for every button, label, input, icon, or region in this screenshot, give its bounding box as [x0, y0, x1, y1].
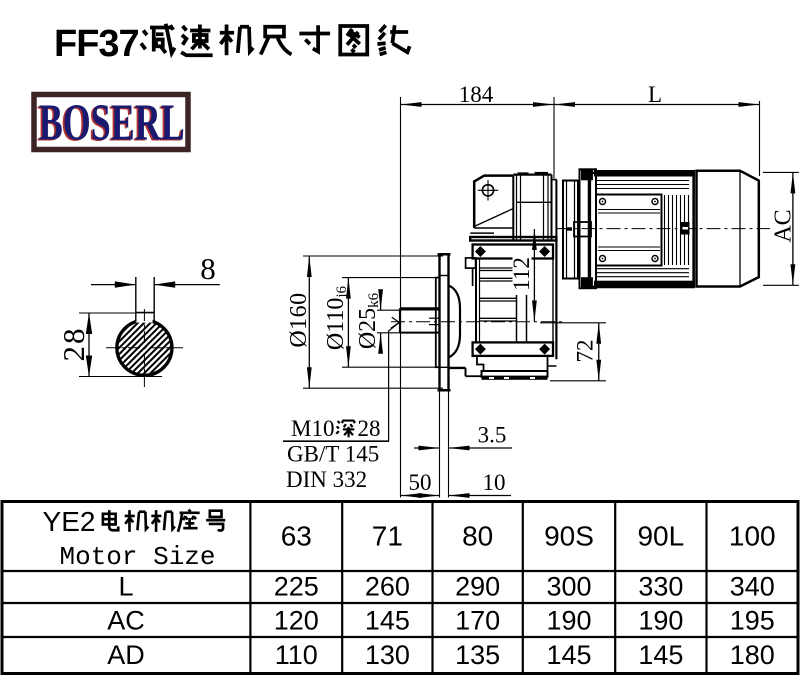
svg-text:145: 145	[546, 640, 591, 670]
svg-text:120: 120	[274, 606, 319, 636]
svg-text:3.5: 3.5	[478, 423, 507, 448]
svg-text:260: 260	[365, 572, 410, 602]
svg-text:63: 63	[281, 521, 312, 552]
svg-text:112: 112	[509, 257, 534, 291]
svg-text:190: 190	[638, 606, 683, 636]
svg-text:180: 180	[730, 640, 775, 670]
svg-text:BOSERL: BOSERL	[39, 94, 185, 151]
svg-text:170: 170	[455, 606, 500, 636]
svg-text:130: 130	[365, 640, 410, 670]
svg-text:FF37: FF37	[54, 23, 139, 65]
svg-text:28: 28	[358, 416, 381, 441]
svg-text:BOSERL: BOSERL	[37, 96, 183, 153]
svg-text:90L: 90L	[637, 521, 684, 552]
svg-text:10: 10	[483, 470, 506, 495]
svg-text:72: 72	[573, 340, 598, 363]
svg-text:8: 8	[200, 251, 216, 286]
svg-text:DIN 332: DIN 332	[286, 467, 367, 492]
svg-text:28: 28	[56, 327, 91, 362]
svg-text:110: 110	[275, 640, 318, 670]
svg-text:AD: AD	[107, 640, 145, 670]
svg-text:L: L	[648, 82, 662, 107]
svg-text:340: 340	[730, 572, 775, 602]
svg-text:90S: 90S	[544, 521, 594, 552]
svg-text:225: 225	[274, 572, 319, 602]
svg-text:190: 190	[546, 606, 591, 636]
svg-text:AC: AC	[771, 209, 797, 242]
svg-text:80: 80	[462, 521, 493, 552]
svg-text:145: 145	[638, 640, 683, 670]
svg-text:300: 300	[546, 572, 591, 602]
svg-text:135: 135	[455, 640, 500, 670]
svg-text:Motor Size: Motor Size	[59, 542, 215, 572]
svg-text:195: 195	[730, 606, 775, 636]
svg-text:M10: M10	[291, 416, 334, 441]
svg-text:330: 330	[638, 572, 683, 602]
svg-text:145: 145	[365, 606, 410, 636]
svg-text:AC: AC	[107, 606, 145, 636]
svg-text:71: 71	[372, 521, 403, 552]
svg-text:Ø25k6: Ø25k6	[355, 292, 382, 349]
svg-text:Ø160: Ø160	[286, 292, 312, 347]
svg-text:290: 290	[455, 572, 500, 602]
svg-text:GB/T 145: GB/T 145	[287, 442, 379, 467]
svg-text:100: 100	[729, 521, 776, 552]
svg-text:YE2: YE2	[43, 506, 96, 537]
svg-text:184: 184	[459, 82, 494, 107]
svg-text:50: 50	[409, 470, 432, 495]
svg-text:L: L	[118, 572, 133, 602]
